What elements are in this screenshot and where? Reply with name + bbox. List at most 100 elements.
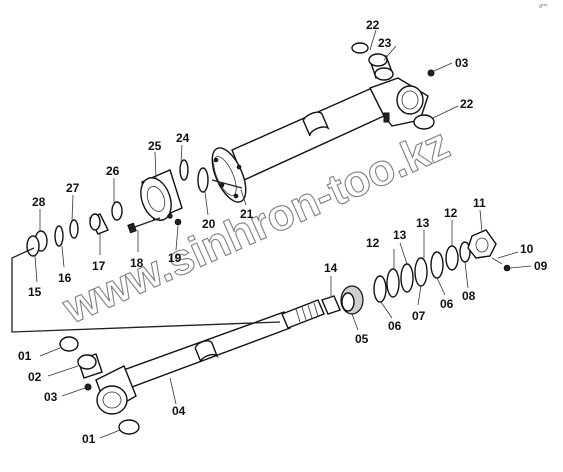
leader-08 [464, 261, 469, 289]
ring-12-mid [386, 268, 400, 298]
ring-27 [69, 219, 79, 239]
label-04: 04 [172, 404, 186, 418]
ring-06-right [430, 251, 444, 279]
cylinder-head-face [140, 177, 172, 221]
grease-nipple-03-top [427, 62, 453, 77]
leader-11 [479, 209, 483, 233]
label-20: 20 [202, 217, 216, 231]
rod-thread-lines [295, 302, 319, 323]
bushing-23-face [368, 53, 388, 67]
rod-eye-bore [102, 391, 122, 409]
corner-code: d*** [539, 4, 548, 10]
label-10: 10 [520, 242, 534, 256]
ring-16 [54, 225, 64, 247]
tube-flange [211, 147, 247, 203]
bolt-18-head [127, 222, 137, 234]
spacer-14 [321, 295, 341, 315]
ball-09 [503, 264, 511, 272]
leader-22-top [369, 29, 377, 51]
leader-lines [34, 29, 532, 439]
washer-19 [174, 218, 182, 226]
seal-01-top [59, 336, 79, 352]
label-12-mid: 12 [366, 236, 380, 250]
bushing-23-group [351, 42, 394, 81]
leader-03-top [433, 62, 453, 72]
grease-nipple-03-bottom [84, 383, 92, 391]
cylinder-head-bore [146, 186, 166, 212]
flange-hole [213, 157, 219, 163]
label-13-right: 13 [416, 216, 430, 230]
nut-11-bore [475, 237, 489, 253]
label-28: 28 [32, 195, 46, 209]
label-26: 26 [106, 164, 120, 178]
label-03-top: 03 [455, 56, 469, 70]
piston-rod-assembly [95, 299, 325, 415]
cylinder-tube-assembly [211, 77, 429, 203]
label-01-top: 01 [18, 349, 32, 363]
leader-22-right [432, 105, 459, 119]
ring-24 [179, 159, 189, 181]
leader-24 [180, 144, 183, 164]
label-22-right: 22 [460, 97, 474, 111]
seal-01-bottom [118, 419, 140, 435]
leader-04 [169, 377, 177, 405]
label-27: 27 [66, 181, 80, 195]
label-13-mid: 13 [393, 228, 407, 242]
tube-bore [213, 156, 237, 196]
flange-hole [236, 164, 242, 170]
rod-thread [281, 299, 325, 329]
leader-25 [154, 151, 157, 179]
set-screw-10 [491, 257, 503, 265]
label-14: 14 [324, 261, 338, 275]
leader-07 [417, 285, 422, 306]
label-25: 25 [148, 139, 162, 153]
label-17: 17 [92, 259, 106, 273]
grease-nipple-icon [427, 69, 435, 77]
ring-07 [414, 257, 428, 287]
label-09: 09 [534, 259, 548, 273]
leader-21 [240, 189, 247, 206]
tube-break-mark [302, 111, 330, 137]
label-18: 18 [130, 256, 144, 270]
cylinder-head-group [26, 159, 209, 257]
bushing-17-face [89, 213, 101, 231]
ring-13-mid [400, 263, 414, 293]
leader-20 [204, 191, 209, 216]
label-15: 15 [28, 285, 42, 299]
label-21: 21 [240, 207, 254, 221]
head-bolt-hole [167, 213, 173, 219]
ring-12-right [445, 245, 459, 271]
ring-15 [26, 235, 40, 257]
assembly-bracket-line [11, 247, 281, 333]
nut-11 [467, 229, 497, 259]
seal-22-top [351, 42, 369, 54]
head-to-tube-line [211, 179, 243, 189]
bolt-18 [131, 217, 161, 229]
leader-23 [383, 45, 397, 61]
leader-19 [175, 225, 179, 251]
oring-20 [197, 167, 209, 193]
flange-hole [233, 193, 239, 199]
leader-15 [34, 255, 38, 283]
label-03-bottom: 03 [44, 390, 58, 404]
leader-16 [61, 245, 65, 268]
leader-10 [497, 251, 519, 259]
label-22-top: 22 [366, 18, 380, 32]
label-02: 02 [28, 370, 42, 384]
grease-nipple-base [383, 112, 390, 123]
rod-break-mark [194, 340, 219, 363]
label-07: 07 [412, 309, 426, 323]
ring-06-left [373, 275, 387, 303]
label-08: 08 [462, 289, 476, 303]
rod-eye [96, 385, 128, 415]
tube-eye-bore [401, 90, 419, 110]
leader-02 [47, 365, 79, 377]
label-16: 16 [58, 271, 72, 285]
leader-05 [351, 313, 359, 331]
leader-27 [71, 194, 74, 222]
label-06-left: 06 [388, 319, 402, 333]
flange-hole [219, 182, 225, 188]
leader-01-top [39, 347, 61, 357]
